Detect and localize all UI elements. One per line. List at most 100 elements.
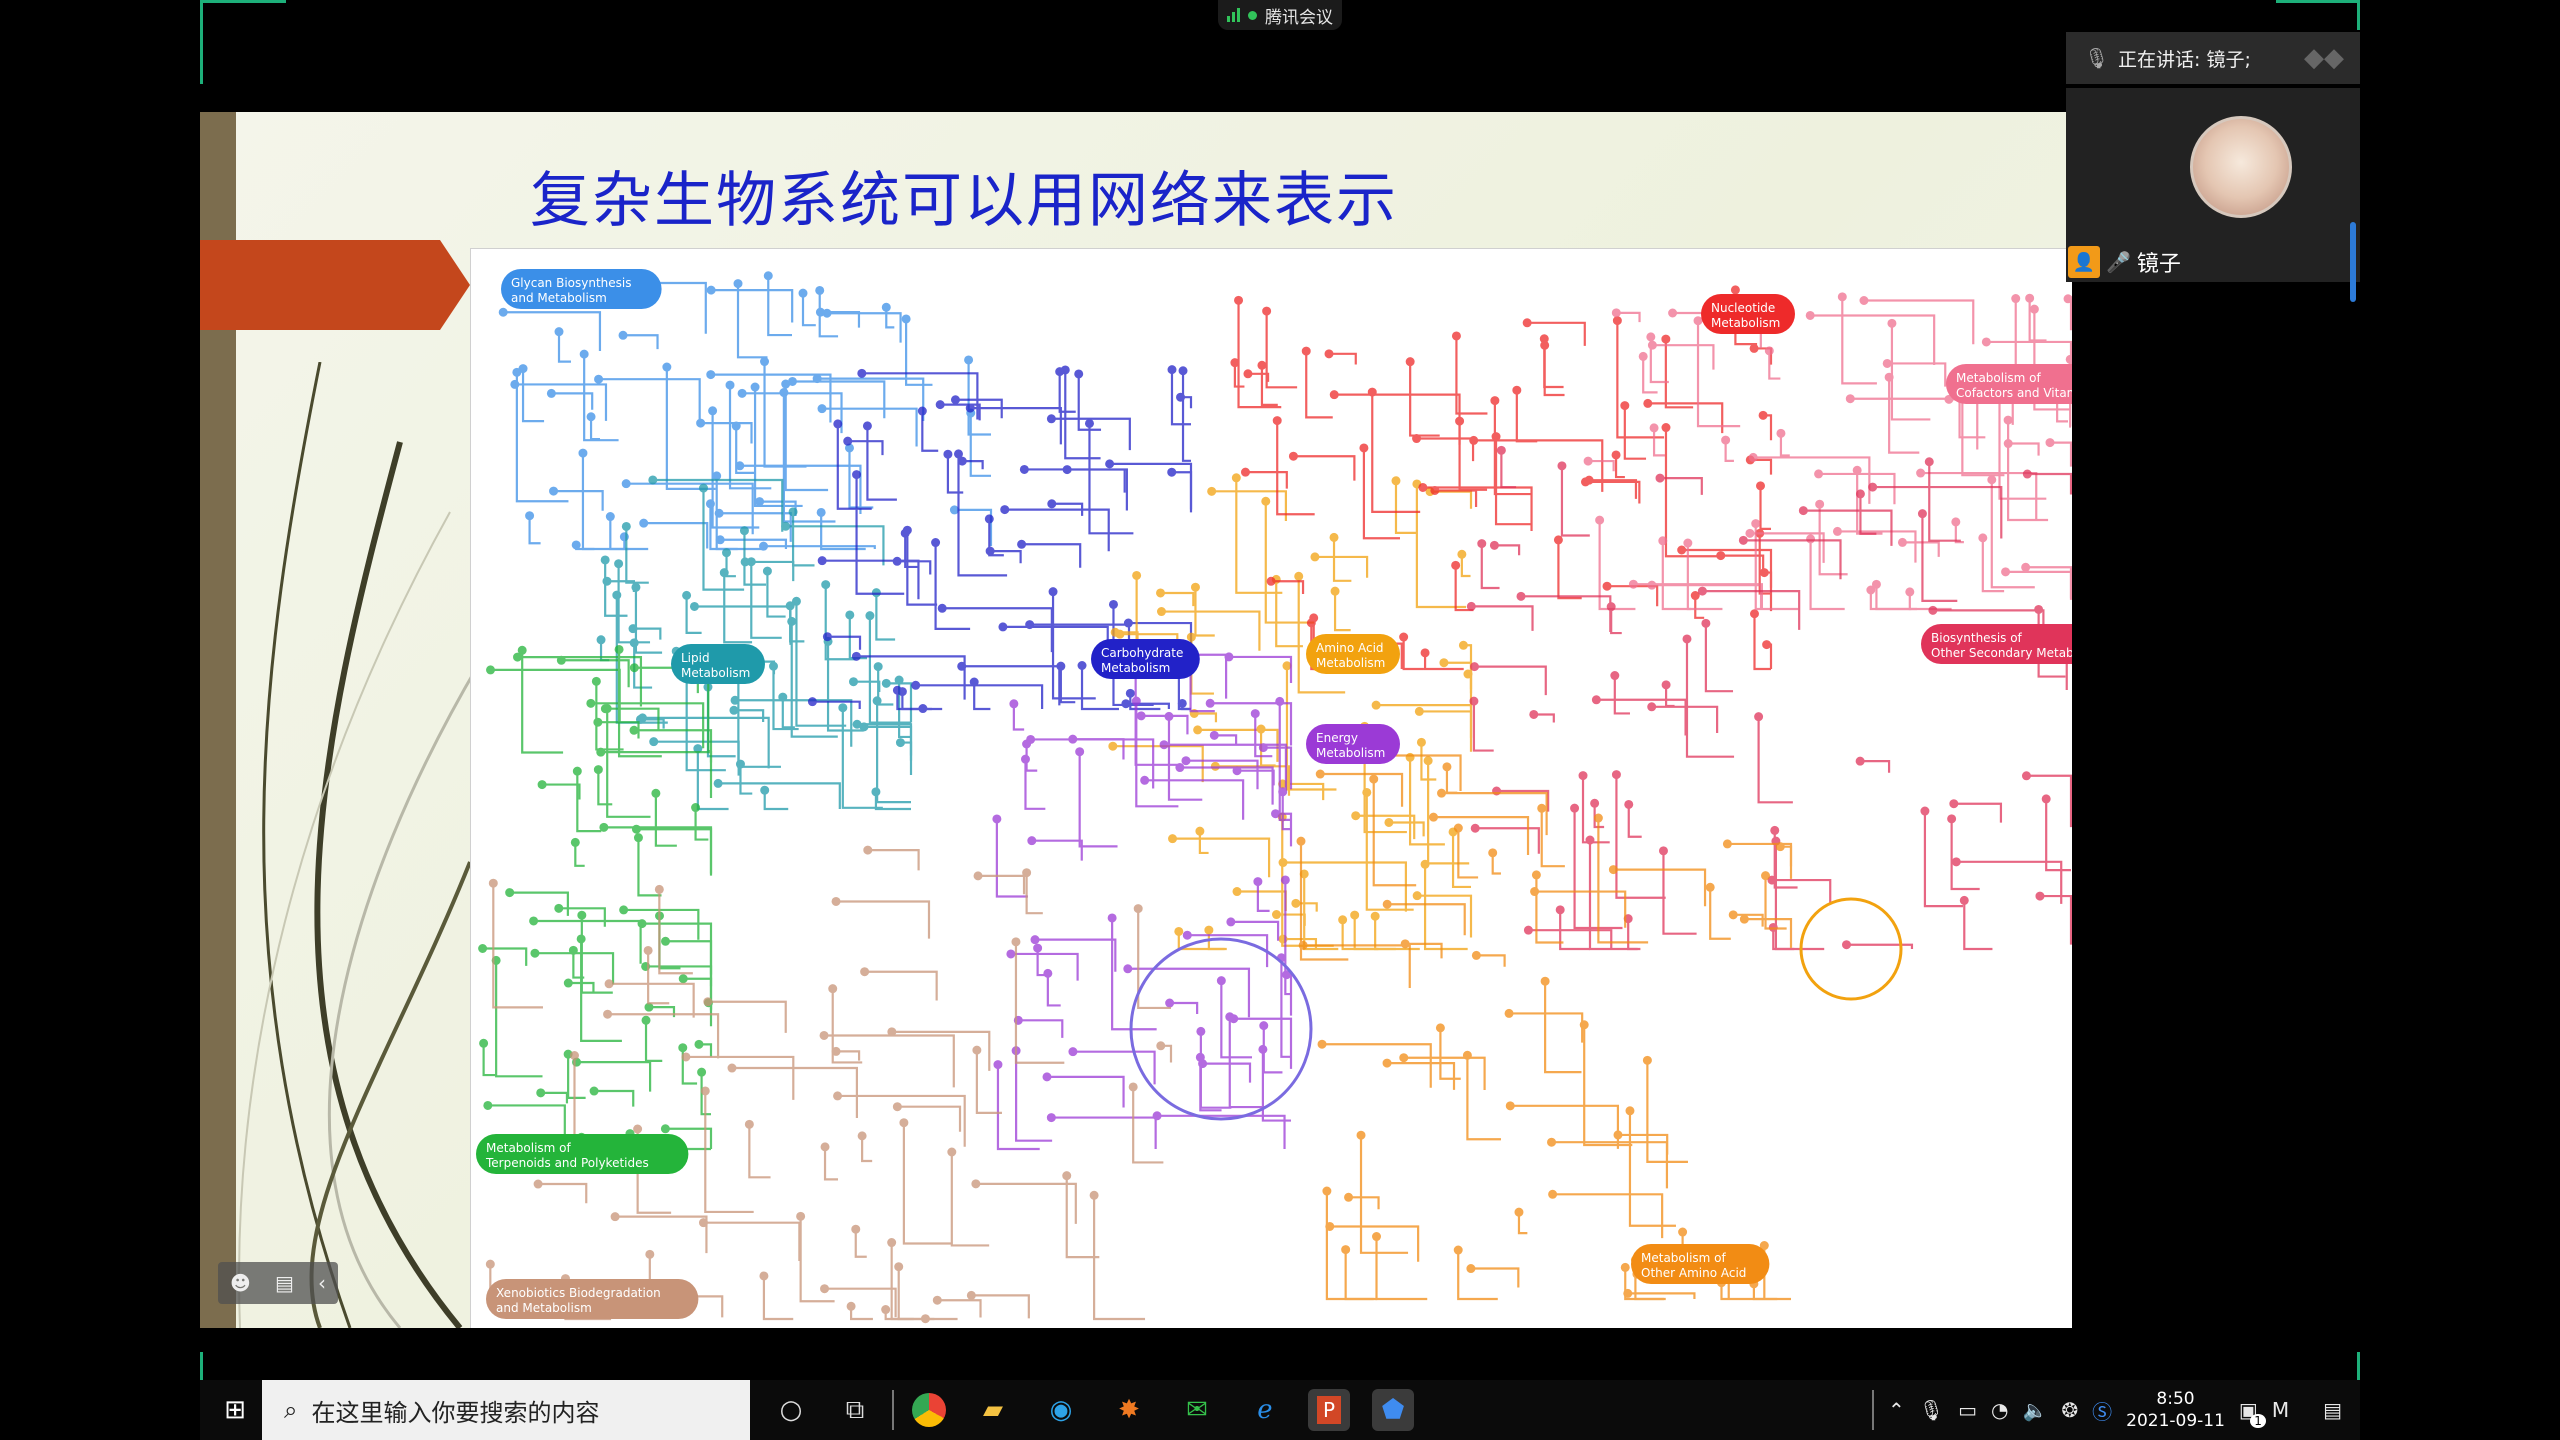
pathway-edge: [653, 740, 740, 776]
metabolite-node: [1602, 581, 1612, 591]
speaker-video-tile[interactable]: [2066, 88, 2360, 282]
metabolite-node: [1133, 904, 1143, 914]
pathway-edge: [1757, 716, 1793, 804]
metabolite-node: [964, 355, 974, 365]
metabolite-node: [1677, 545, 1687, 555]
pathway-edge: [1560, 465, 1590, 537]
search-input[interactable]: 在这里输入你要搜索的内容: [311, 1398, 600, 1427]
pen-tool-icon[interactable]: ☻: [230, 1271, 251, 1295]
metabolite-node: [1344, 1192, 1354, 1202]
pathway-edge: [1720, 554, 1765, 573]
pathway-edge: [1846, 943, 1914, 949]
pathway-edge: [2008, 442, 2040, 456]
metabolite-node: [505, 888, 515, 898]
panel-scrollbar[interactable]: [2350, 222, 2356, 302]
pathway-edge: [642, 716, 770, 769]
pathway-edge: [1573, 808, 1623, 930]
security-icon[interactable]: ❂: [2061, 1398, 2079, 1422]
metabolite-node: [1608, 865, 1618, 875]
tencent-meeting-icon[interactable]: ⬟: [1372, 1389, 1414, 1431]
pathway-edge: [1284, 879, 1291, 996]
metabolite-node: [1814, 469, 1824, 479]
pathway-edge: [1743, 539, 1842, 580]
meeting-title-bar[interactable]: 腾讯会议: [1218, 0, 1342, 30]
pathway-edge: [1387, 903, 1466, 936]
metabolite-node: [1288, 451, 1298, 461]
pathway-edge: [1264, 501, 1315, 624]
metabolite-node: [1190, 582, 1200, 592]
metabolite-node: [1329, 390, 1339, 400]
metabolite-node: [851, 1224, 861, 1234]
metabolite-node: [1668, 308, 1678, 318]
pathway-edge: [1950, 818, 1980, 891]
metabolite-node: [1628, 579, 1638, 589]
pathway-edge: [1235, 477, 1283, 594]
metabolite-node: [1075, 747, 1085, 757]
chrome-icon[interactable]: [912, 1393, 946, 1427]
chat-icon[interactable]: ▣1: [2239, 1398, 2266, 1428]
wifi-icon[interactable]: ◔: [1991, 1398, 2009, 1422]
metabolite-node: [571, 540, 581, 550]
windows-start-icon[interactable]: ⊞: [224, 1395, 246, 1425]
pathway-edge: [1402, 637, 1424, 671]
pathway-edge: [739, 464, 862, 515]
pathway-edge: [767, 275, 793, 337]
chevron-up-icon[interactable]: ⌃: [1887, 1398, 1905, 1422]
pathway-edge: [1457, 1250, 1498, 1301]
powerpoint-icon[interactable]: P: [1308, 1389, 1350, 1431]
pathway-edge: [827, 635, 862, 650]
battery-icon[interactable]: ▭: [1958, 1398, 1977, 1422]
pathway-edge: [822, 559, 920, 600]
metabolite-node: [1531, 870, 1541, 880]
pathway-edge: [841, 707, 883, 809]
metabolite-node: [998, 622, 1008, 632]
edge-icon[interactable]: ◉: [1049, 1395, 1073, 1425]
pathway-edge: [1194, 712, 1218, 723]
fox-app-icon[interactable]: ✸: [1118, 1395, 1140, 1425]
metabolite-node: [1584, 475, 1594, 485]
metabolite-node: [1539, 334, 1549, 344]
metabolite-node: [1209, 730, 1219, 740]
metabolite-node: [1951, 517, 1961, 527]
cortana-icon[interactable]: ○: [779, 1395, 803, 1425]
mail-icon[interactable]: M: [2271, 1398, 2290, 1422]
metabolite-node: [851, 651, 861, 661]
microphone-tray-icon[interactable]: 🎙: [1918, 1398, 1945, 1422]
ime-icon[interactable]: Ⓢ: [2092, 1399, 2113, 1424]
metabolite-node: [822, 632, 832, 642]
comment-icon[interactable]: ▤: [274, 1271, 294, 1295]
pathway-edge: [567, 1054, 586, 1099]
action-center-icon[interactable]: ▤: [2323, 1398, 2342, 1422]
volume-icon[interactable]: 🔈: [2022, 1398, 2048, 1422]
pathway-edge: [1365, 792, 1414, 911]
pathway-edge: [696, 748, 729, 811]
pathway-edge: [1664, 339, 1694, 409]
pathway-edge: [1472, 701, 1494, 752]
metabolite-node: [1754, 712, 1764, 722]
pathway-edge: [1125, 702, 1170, 709]
back-arrow-icon[interactable]: ‹: [317, 1271, 326, 1295]
pathway-edge: [1021, 543, 1082, 568]
pathway-edge: [1493, 400, 1533, 496]
pathway-edge: [1185, 759, 1259, 790]
pathway-edge: [1954, 521, 1964, 544]
file-explorer-icon[interactable]: ▰: [983, 1395, 1003, 1425]
ie-icon[interactable]: ℯ: [1257, 1395, 1273, 1425]
metabolite-node: [1924, 457, 1934, 467]
pathway-edge: [704, 1090, 754, 1214]
pathway-edge: [955, 398, 1003, 419]
clock[interactable]: 8:50 2021-09-11: [2126, 1388, 2225, 1432]
metabolite-node: [1678, 1227, 1688, 1237]
pathway-edge: [1046, 973, 1061, 1007]
task-view-icon[interactable]: ⧉: [845, 1394, 865, 1425]
metabolite-node: [739, 526, 749, 536]
pathway-edge: [934, 542, 971, 630]
metabolite-node: [857, 1131, 867, 1141]
taskbar-search[interactable]: ⌕ 在这里输入你要搜索的内容: [262, 1380, 750, 1440]
pathway-edge: [1417, 894, 1473, 938]
metabolite-node: [1291, 898, 1301, 908]
wechat-icon[interactable]: ✉: [1186, 1395, 1208, 1425]
metabolite-node: [610, 1212, 620, 1222]
metabolite-node: [602, 704, 612, 714]
